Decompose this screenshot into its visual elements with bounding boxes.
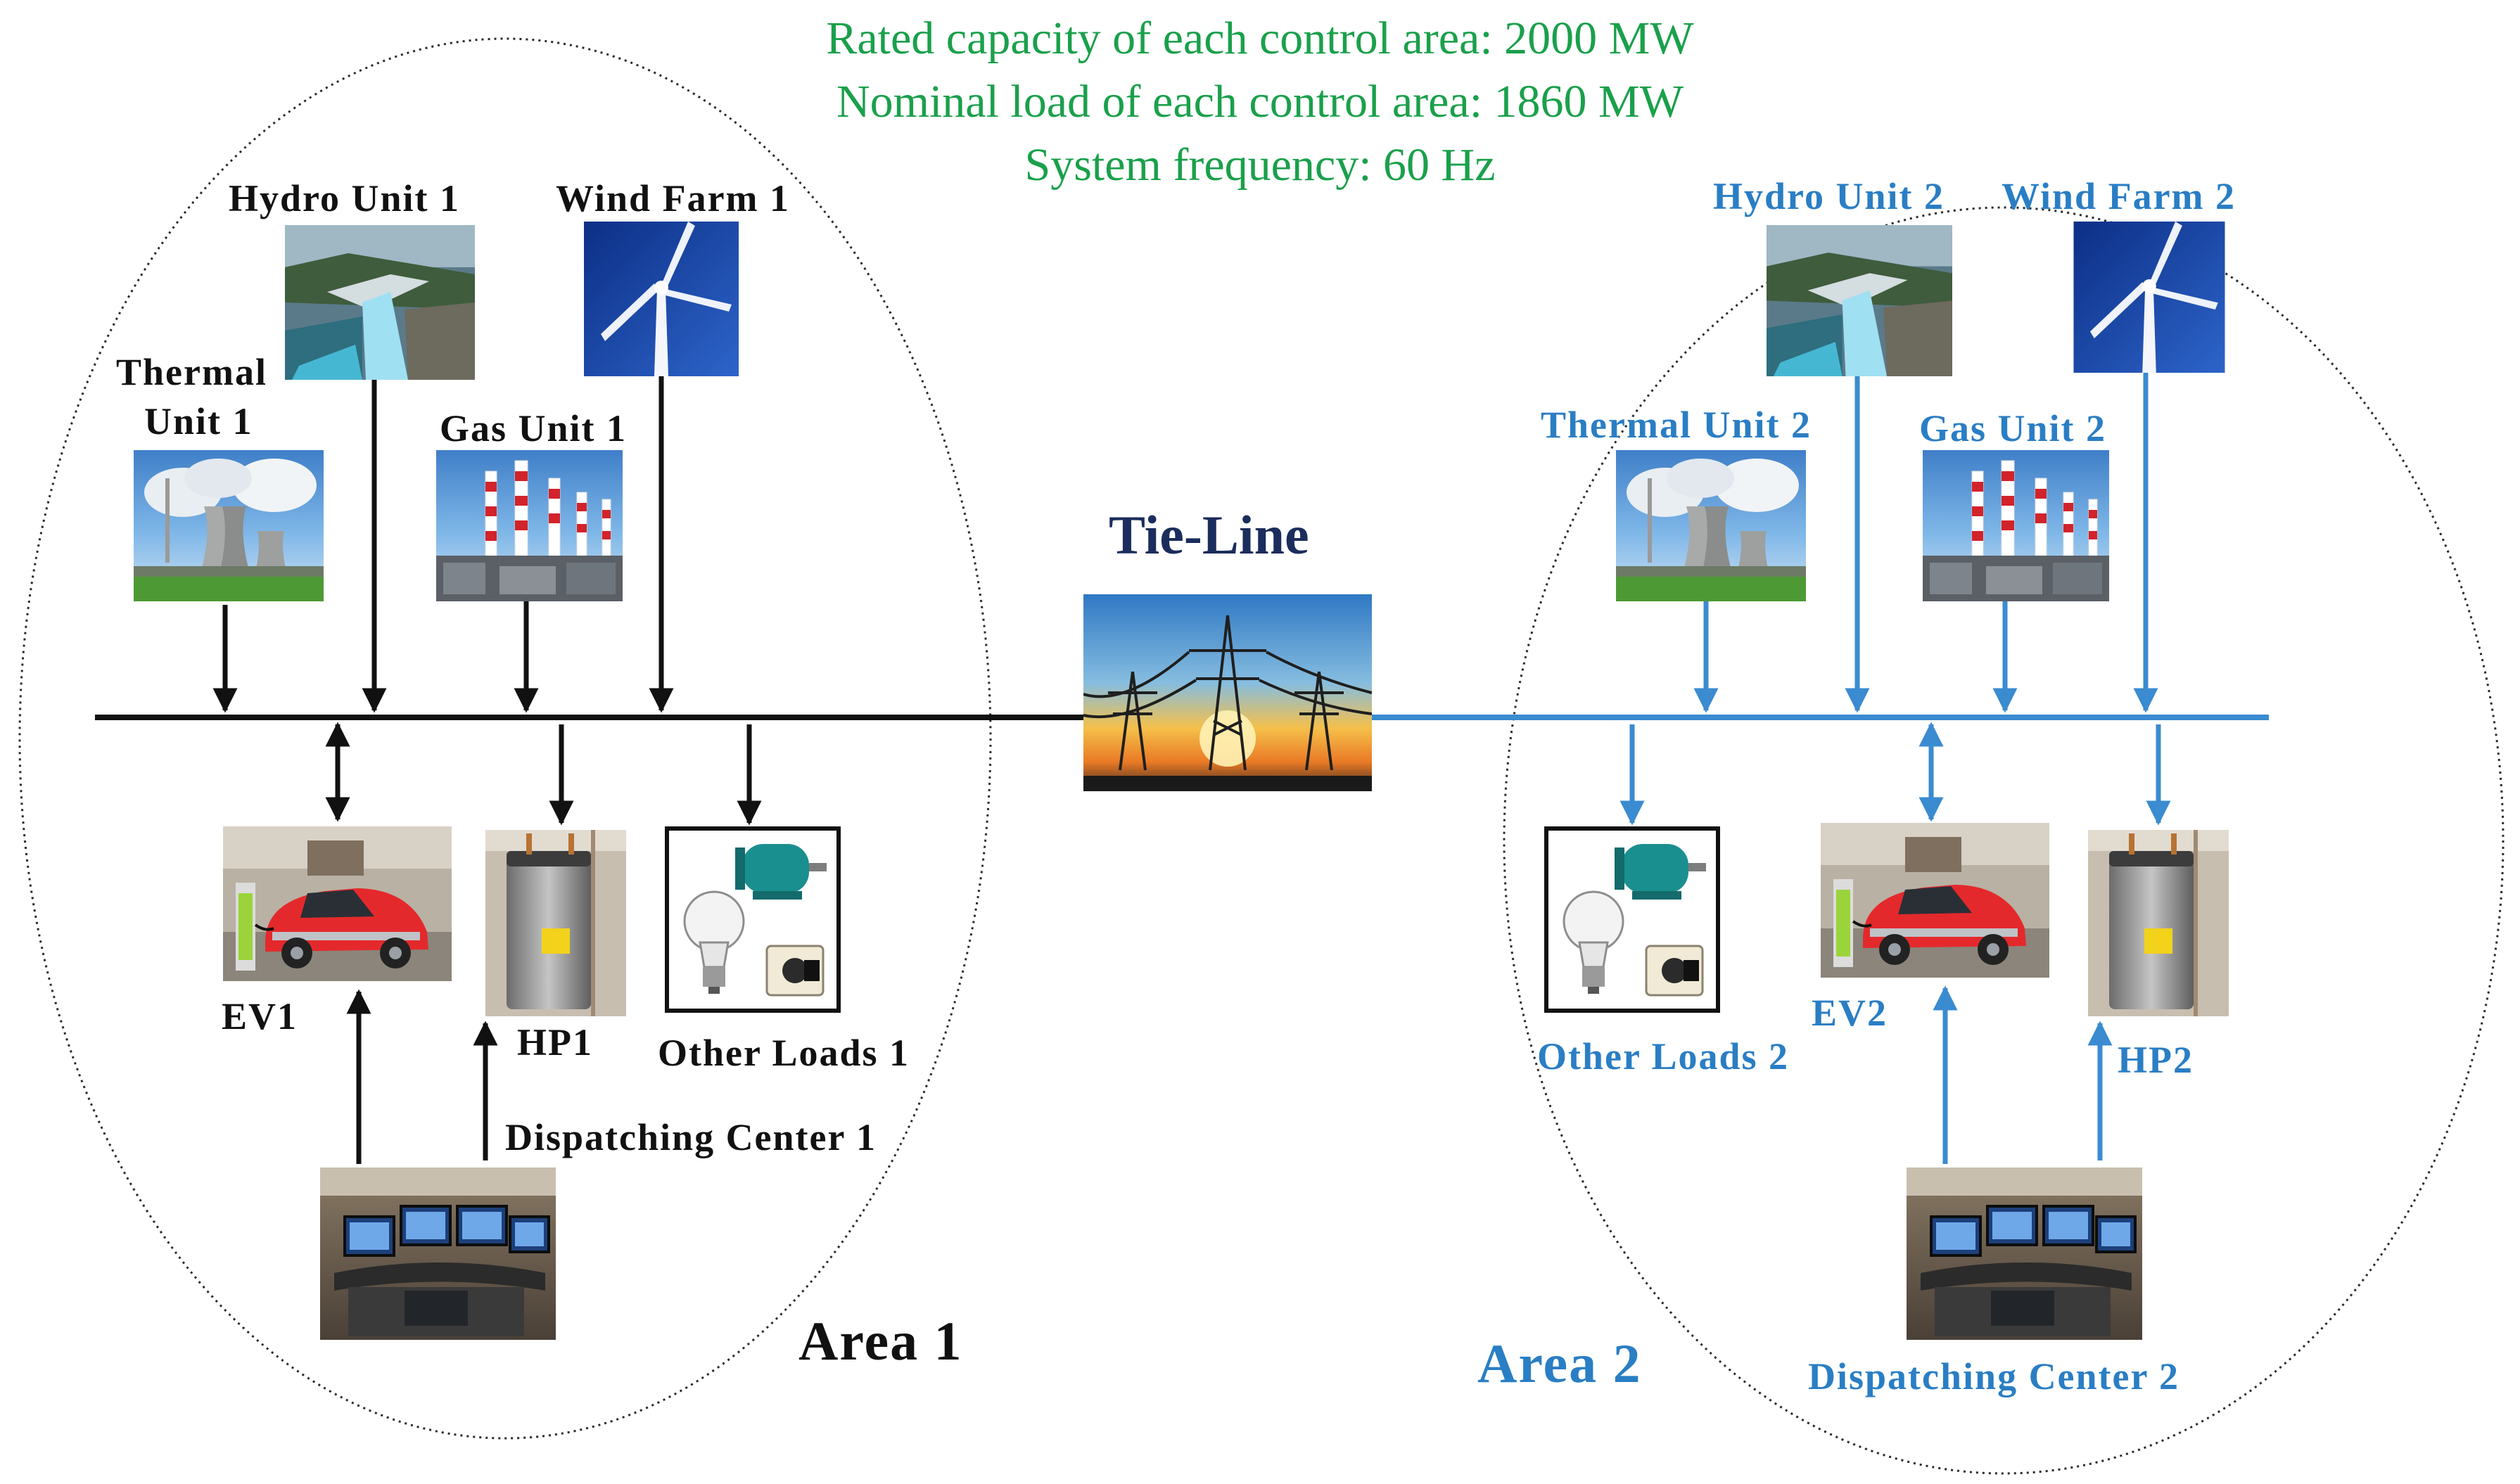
wind-turbine-icon bbox=[2073, 222, 2225, 373]
area-1-title: Area 1 bbox=[798, 1310, 963, 1371]
hydro-unit-1-label: Hydro Unit 1 bbox=[229, 177, 461, 219]
wind-turbine-icon bbox=[584, 222, 739, 376]
hp2-label: HP2 bbox=[2118, 1039, 2194, 1081]
heat-pump-icon bbox=[485, 830, 626, 1016]
wind-farm-1-label: Wind Farm 1 bbox=[556, 177, 791, 219]
control-room-icon bbox=[1907, 1168, 2142, 1340]
thermal-unit-2-label: Thermal Unit 2 bbox=[1541, 404, 1812, 446]
hydro-unit-2-label: Hydro Unit 2 bbox=[1713, 175, 1945, 217]
other-loads-2-icon bbox=[1546, 829, 1718, 1011]
dispatching-center-1-label: Dispatching Center 1 bbox=[505, 1116, 877, 1158]
hydro-dam-icon bbox=[1767, 225, 1952, 376]
thermal-unit-1-label-line1: Thermal bbox=[116, 351, 267, 393]
dispatching-center-2-label: Dispatching Center 2 bbox=[1808, 1355, 2180, 1397]
gas-unit-2-label: Gas Unit 2 bbox=[1919, 407, 2107, 449]
area-2-flow-arrows bbox=[1619, 373, 2171, 1164]
other-loads-1-icon bbox=[667, 829, 839, 1011]
electric-vehicle-icon bbox=[1821, 823, 2049, 978]
gas-plant-icon bbox=[1923, 450, 2109, 601]
heat-pump-icon bbox=[2088, 830, 2229, 1016]
area-1-flow-arrows bbox=[212, 376, 762, 1164]
wind-farm-2-label: Wind Farm 2 bbox=[2002, 175, 2236, 217]
area-2-boundary bbox=[1503, 206, 2505, 1475]
hydro-dam-icon bbox=[285, 225, 475, 380]
gas-plant-icon bbox=[436, 450, 623, 601]
area-1-boundary bbox=[18, 37, 992, 1440]
rated-capacity-text: Rated capacity of each control area: 200… bbox=[826, 13, 1694, 64]
tie-line-label: Tie-Line bbox=[1109, 504, 1309, 565]
electric-vehicle-icon bbox=[223, 826, 452, 981]
area-2-title: Area 2 bbox=[1477, 1333, 1642, 1394]
other-loads-1-label: Other Loads 1 bbox=[658, 1032, 910, 1074]
thermal-unit-1-label-line2: Unit 1 bbox=[144, 400, 253, 442]
ev1-label: EV1 bbox=[222, 995, 298, 1037]
hp1-label: HP1 bbox=[517, 1021, 593, 1063]
thermal-plant-icon bbox=[1616, 450, 1806, 601]
other-loads-2-label: Other Loads 2 bbox=[1537, 1035, 1790, 1077]
thermal-plant-icon bbox=[134, 450, 324, 601]
transmission-tower-icon bbox=[1083, 594, 1372, 791]
ev2-label: EV2 bbox=[1812, 992, 1888, 1034]
nominal-load-text: Nominal load of each control area: 1860 … bbox=[836, 76, 1684, 127]
gas-unit-1-label: Gas Unit 1 bbox=[440, 407, 628, 449]
control-room-icon bbox=[320, 1168, 556, 1340]
system-frequency-text: System frequency: 60 Hz bbox=[1024, 139, 1496, 191]
